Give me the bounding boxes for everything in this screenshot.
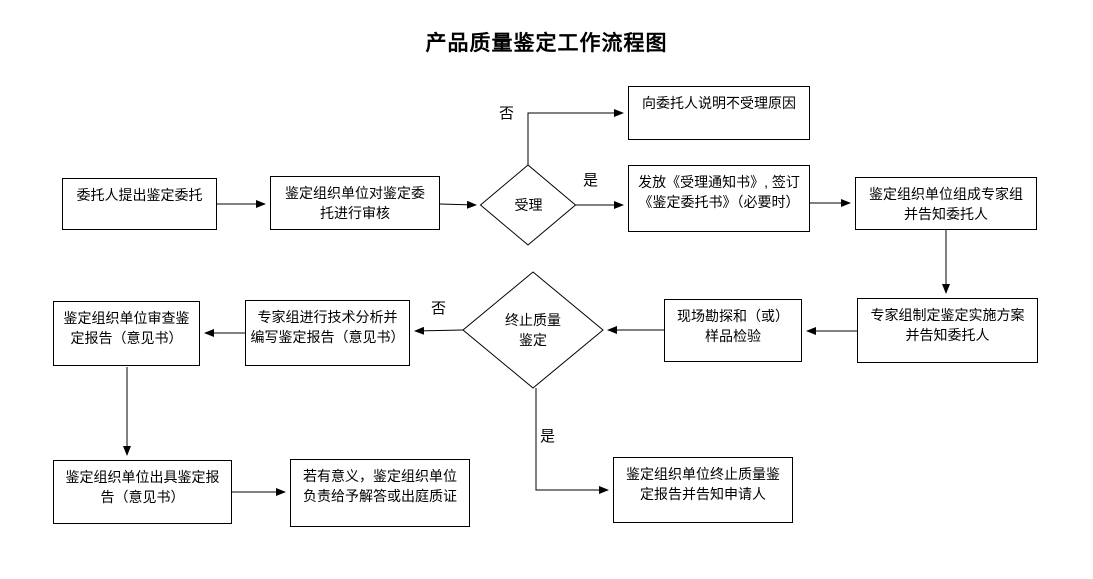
node-court-testimony: 若有意义，鉴定组织单位 负责给予解答或出庭质证 [290, 459, 470, 527]
node-issue-notice: 发放《受理通知书》, 签订 《鉴定委托书》（必要时） [628, 165, 810, 232]
edge-review-accept [439, 200, 477, 209]
edge-label-accept-no: 否 [499, 105, 515, 122]
decision-terminate-shape [462, 271, 604, 389]
edge-accept-explain-rejection [527, 109, 624, 165]
node-explain-rejection: 向委托人说明不受理原因 [628, 86, 810, 140]
node-review-commission: 鉴定组织单位对鉴定委 托进行审核 [270, 176, 440, 230]
node-make-plan: 专家组制定鉴定实施方案 并告知委托人 [857, 298, 1038, 363]
node-form-expert-team: 鉴定组织单位组成专家组 并告知委托人 [855, 177, 1037, 230]
edge-label-terminate-no: 否 [431, 300, 447, 317]
node-examine-report: 鉴定组织单位审查鉴 定报告（意见书） [53, 301, 200, 366]
edge-terminate-terminate-report [535, 388, 609, 494]
edge-label-terminate-yes: 是 [540, 428, 556, 445]
edge-terminate-technical-analysis [414, 326, 464, 335]
node-site-inspection: 现场勘探和（或） 样品检验 [664, 299, 802, 362]
node-terminate-report: 鉴定组织单位终止质量鉴 定报告并告知申请人 [613, 457, 793, 523]
page-title: 产品质量鉴定工作流程图 [425, 32, 668, 55]
node-technical-analysis: 专家组进行技术分析并 编写鉴定报告（意见书） [245, 300, 410, 366]
node-submit-commission: 委托人提出鉴定委托 [62, 178, 217, 230]
edge-label-accept-yes: 是 [583, 172, 599, 189]
decision-accept-shape [479, 164, 577, 246]
node-issue-report: 鉴定组织单位出具鉴定报 告（意见书） [53, 460, 232, 524]
